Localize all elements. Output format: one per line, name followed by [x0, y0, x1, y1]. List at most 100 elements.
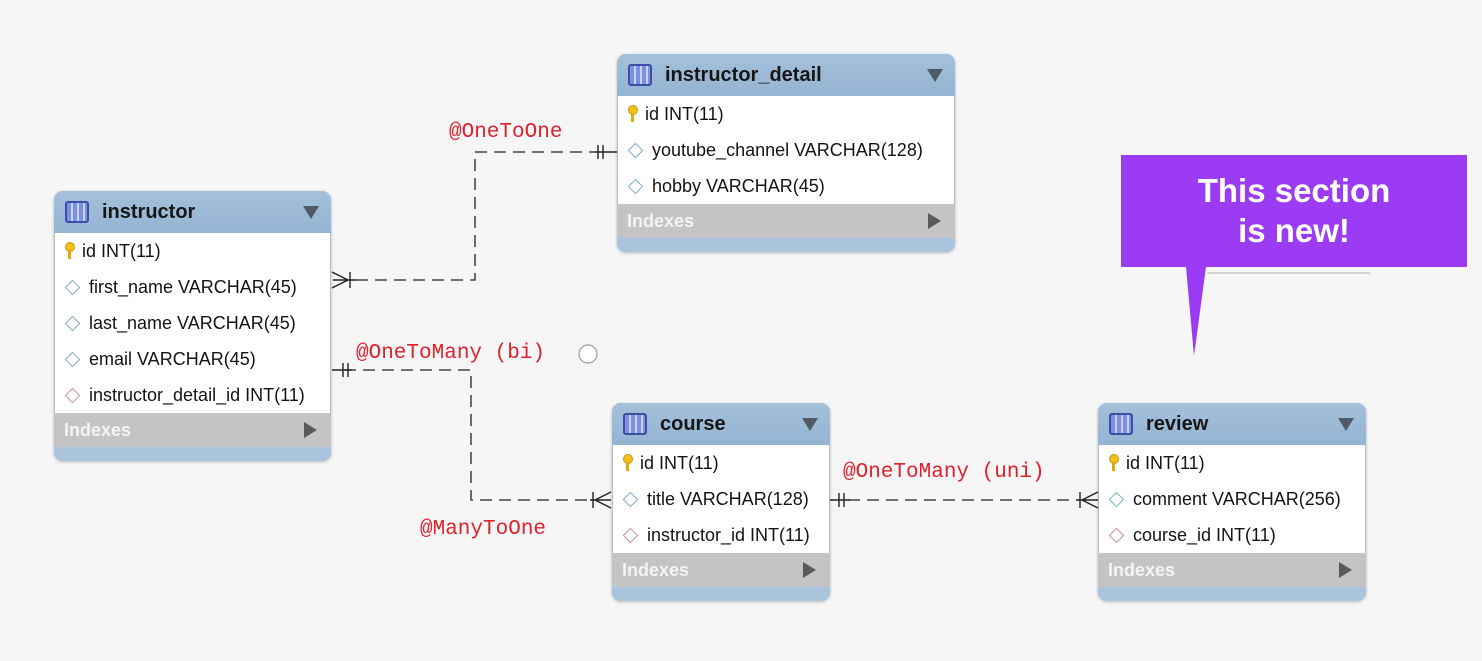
collapse-toggle-icon[interactable] [1338, 417, 1354, 431]
indexes-bar[interactable]: Indexes [612, 553, 830, 587]
new-section-callout: This section is new! [1121, 155, 1467, 267]
column-diamond-icon [64, 279, 81, 295]
column-diamond-icon [64, 351, 81, 367]
primary-key-icon [1108, 454, 1119, 472]
column-label: last_name VARCHAR(45) [89, 312, 296, 333]
primary-key-icon [622, 454, 633, 472]
column-label: first_name VARCHAR(45) [89, 276, 297, 297]
table-footer [54, 447, 331, 461]
crowfoot-marker-review [1076, 491, 1099, 509]
table-icon [1109, 413, 1133, 435]
foreign-key-diamond-icon [1108, 527, 1125, 543]
indexes-bar[interactable]: Indexes [1098, 553, 1366, 587]
table-review[interactable]: review id INT(11) comment VARCHAR(256) c… [1098, 403, 1366, 601]
indexes-bar[interactable]: Indexes [617, 204, 955, 238]
column-row[interactable]: first_name VARCHAR(45) [55, 269, 330, 305]
table-name: review [1146, 412, 1209, 435]
column-row[interactable]: title VARCHAR(128) [613, 481, 829, 517]
column-row[interactable]: id INT(11) [55, 233, 330, 269]
callout-pointer [1186, 267, 1206, 356]
column-diamond-icon [627, 178, 644, 194]
crowfoot-marker-course [590, 491, 612, 509]
column-diamond-icon [627, 142, 644, 158]
table-icon [623, 413, 647, 435]
label-onetomany-uni: @OneToMany (uni) [843, 461, 1045, 484]
one-marker-course [830, 493, 850, 507]
connector-onetoone [356, 151, 594, 281]
crowfoot-marker-instructor [331, 271, 356, 289]
column-label: youtube_channel VARCHAR(128) [652, 139, 923, 160]
expand-arrow-icon[interactable] [928, 213, 941, 229]
column-label: instructor_detail_id INT(11) [89, 384, 305, 405]
table-icon [65, 201, 89, 223]
anchor-circle-icon [578, 344, 598, 364]
table-footer [612, 587, 830, 601]
column-label: id INT(11) [640, 452, 719, 473]
collapse-toggle-icon[interactable] [802, 417, 818, 431]
table-header[interactable]: instructor [54, 191, 331, 233]
expand-arrow-icon[interactable] [1339, 562, 1352, 578]
column-label: hobby VARCHAR(45) [652, 175, 825, 196]
collapse-toggle-icon[interactable] [927, 68, 943, 82]
column-row[interactable]: instructor_id INT(11) [613, 517, 829, 553]
column-diamond-icon [64, 315, 81, 331]
column-row[interactable]: youtube_channel VARCHAR(128) [618, 132, 954, 168]
column-label: instructor_id INT(11) [647, 524, 810, 545]
column-label: course_id INT(11) [1133, 524, 1276, 545]
column-row[interactable]: instructor_detail_id INT(11) [55, 377, 330, 413]
column-label: id INT(11) [1126, 452, 1205, 473]
table-instructor-detail[interactable]: instructor_detail id INT(11) youtube_cha… [617, 54, 955, 252]
collapse-toggle-icon[interactable] [303, 205, 319, 219]
one-marker-instructor [332, 363, 352, 377]
column-list: id INT(11) youtube_channel VARCHAR(128) … [617, 96, 955, 204]
column-diamond-icon [1108, 491, 1125, 507]
column-row[interactable]: id INT(11) [618, 96, 954, 132]
label-onetomany-bi: @OneToMany (bi) [356, 342, 545, 365]
expand-arrow-icon[interactable] [304, 422, 317, 438]
column-list: id INT(11) title VARCHAR(128) instructor… [612, 445, 830, 553]
column-label: email VARCHAR(45) [89, 348, 256, 369]
expand-arrow-icon[interactable] [803, 562, 816, 578]
table-course[interactable]: course id INT(11) title VARCHAR(128) ins… [612, 403, 830, 601]
table-icon [628, 64, 652, 86]
indexes-label: Indexes [622, 559, 690, 580]
table-name: instructor_detail [665, 63, 822, 86]
foreign-key-diamond-icon [622, 527, 639, 543]
column-list: id INT(11) first_name VARCHAR(45) last_n… [54, 233, 331, 413]
column-row[interactable]: last_name VARCHAR(45) [55, 305, 330, 341]
column-row[interactable]: hobby VARCHAR(45) [618, 168, 954, 204]
table-name: course [660, 412, 726, 435]
table-header[interactable]: review [1098, 403, 1366, 445]
primary-key-icon [64, 242, 75, 260]
table-header[interactable]: course [612, 403, 830, 445]
indexes-label: Indexes [1108, 559, 1176, 580]
foreign-key-diamond-icon [64, 387, 81, 403]
column-row[interactable]: id INT(11) [1099, 445, 1365, 481]
table-header[interactable]: instructor_detail [617, 54, 955, 96]
column-label: comment VARCHAR(256) [1133, 488, 1341, 509]
indexes-label: Indexes [64, 419, 132, 440]
label-manytoone: @ManyToOne [420, 518, 546, 541]
primary-key-icon [627, 105, 638, 123]
column-row[interactable]: course_id INT(11) [1099, 517, 1365, 553]
label-onetoone: @OneToOne [449, 121, 562, 144]
table-name: instructor [102, 200, 196, 223]
column-label: title VARCHAR(128) [647, 488, 809, 509]
column-list: id INT(11) comment VARCHAR(256) course_i… [1098, 445, 1366, 553]
callout-line-1: This section [1197, 172, 1391, 209]
column-row[interactable]: email VARCHAR(45) [55, 341, 330, 377]
indexes-bar[interactable]: Indexes [54, 413, 331, 447]
column-diamond-icon [622, 491, 639, 507]
table-footer [1098, 587, 1366, 601]
table-footer [617, 238, 955, 252]
indexes-label: Indexes [627, 210, 695, 231]
callout-line-2: is new! [1238, 212, 1350, 249]
table-instructor[interactable]: instructor id INT(11) first_name VARCHAR… [54, 191, 331, 461]
one-marker-instructor-detail [594, 145, 617, 159]
column-label: id INT(11) [82, 240, 161, 261]
column-row[interactable]: id INT(11) [613, 445, 829, 481]
connector-instructor-course [344, 369, 590, 501]
column-row[interactable]: comment VARCHAR(256) [1099, 481, 1365, 517]
column-label: id INT(11) [645, 103, 724, 124]
